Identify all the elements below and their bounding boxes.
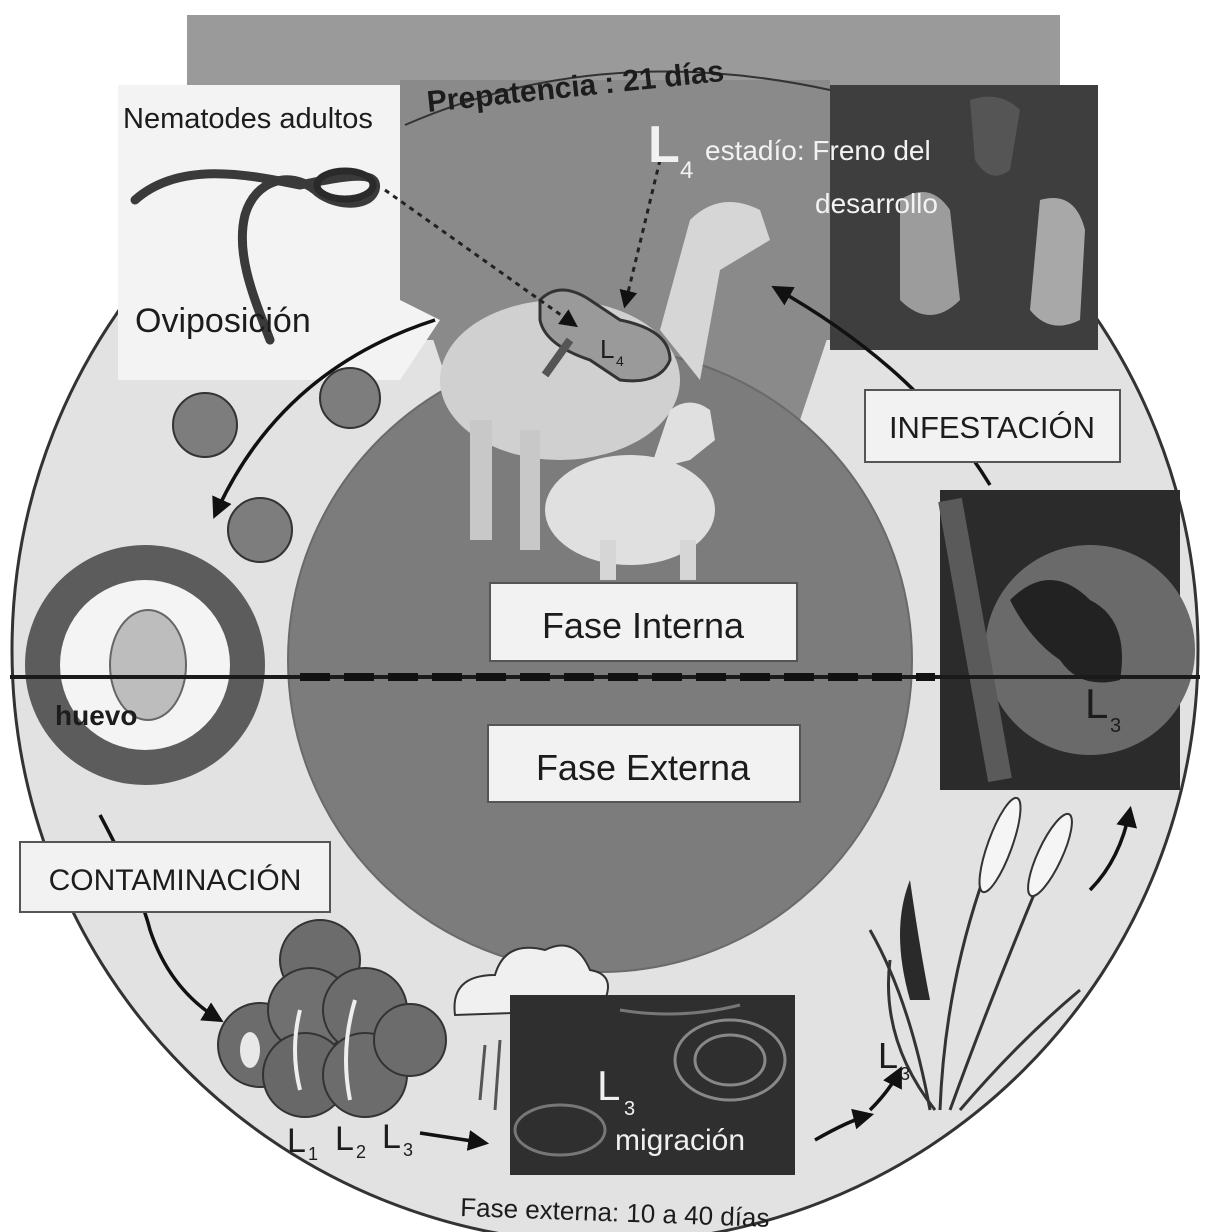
l3-plant-subscript: 3 bbox=[900, 1064, 910, 1084]
contamination-label: CONTAMINACIÓN bbox=[49, 864, 302, 897]
larva-stage-3-subscript: 3 bbox=[403, 1140, 413, 1160]
larva-stage-2-subscript: 2 bbox=[356, 1142, 366, 1162]
infestation-label: INFESTACIÓN bbox=[889, 410, 1095, 445]
egg-label: huevo bbox=[55, 700, 137, 731]
internal-phase-label: Fase Interna bbox=[542, 605, 745, 646]
oviposition-label: Oviposición bbox=[135, 302, 311, 340]
egg-icon bbox=[173, 393, 237, 457]
migration-l3-letter: L bbox=[597, 1062, 620, 1109]
l4-stage-text-2: desarrollo bbox=[815, 188, 938, 219]
l4-host-subscript: 4 bbox=[616, 353, 624, 369]
migration-label: migración bbox=[615, 1124, 745, 1157]
l3-micrograph bbox=[940, 490, 1195, 790]
l3-micro-subscript: 3 bbox=[1110, 715, 1121, 737]
larva-stage-1-subscript: 1 bbox=[308, 1144, 318, 1164]
larva-stage-1-letter: L bbox=[287, 1122, 306, 1160]
l4-host-letter: L bbox=[600, 334, 614, 364]
l3-plant-letter: L bbox=[878, 1035, 898, 1076]
l4-stage-letter: L bbox=[648, 116, 680, 174]
egg-micrograph bbox=[25, 545, 265, 785]
l3-micro-letter: L bbox=[1085, 680, 1108, 727]
egg-icon bbox=[228, 498, 292, 562]
external-phase-label: Fase Externa bbox=[536, 747, 751, 788]
migration-l3-subscript: 3 bbox=[624, 1098, 635, 1120]
l4-stage-text-1: estadío: Freno del bbox=[705, 135, 931, 166]
larva-stage-2-letter: L bbox=[335, 1120, 354, 1158]
larva-stage-3-letter: L bbox=[382, 1118, 401, 1156]
l4-stage-subscript: 4 bbox=[680, 157, 693, 184]
egg-icon bbox=[320, 368, 380, 428]
adult-nematodes-label: Nematodes adultos bbox=[123, 103, 373, 135]
